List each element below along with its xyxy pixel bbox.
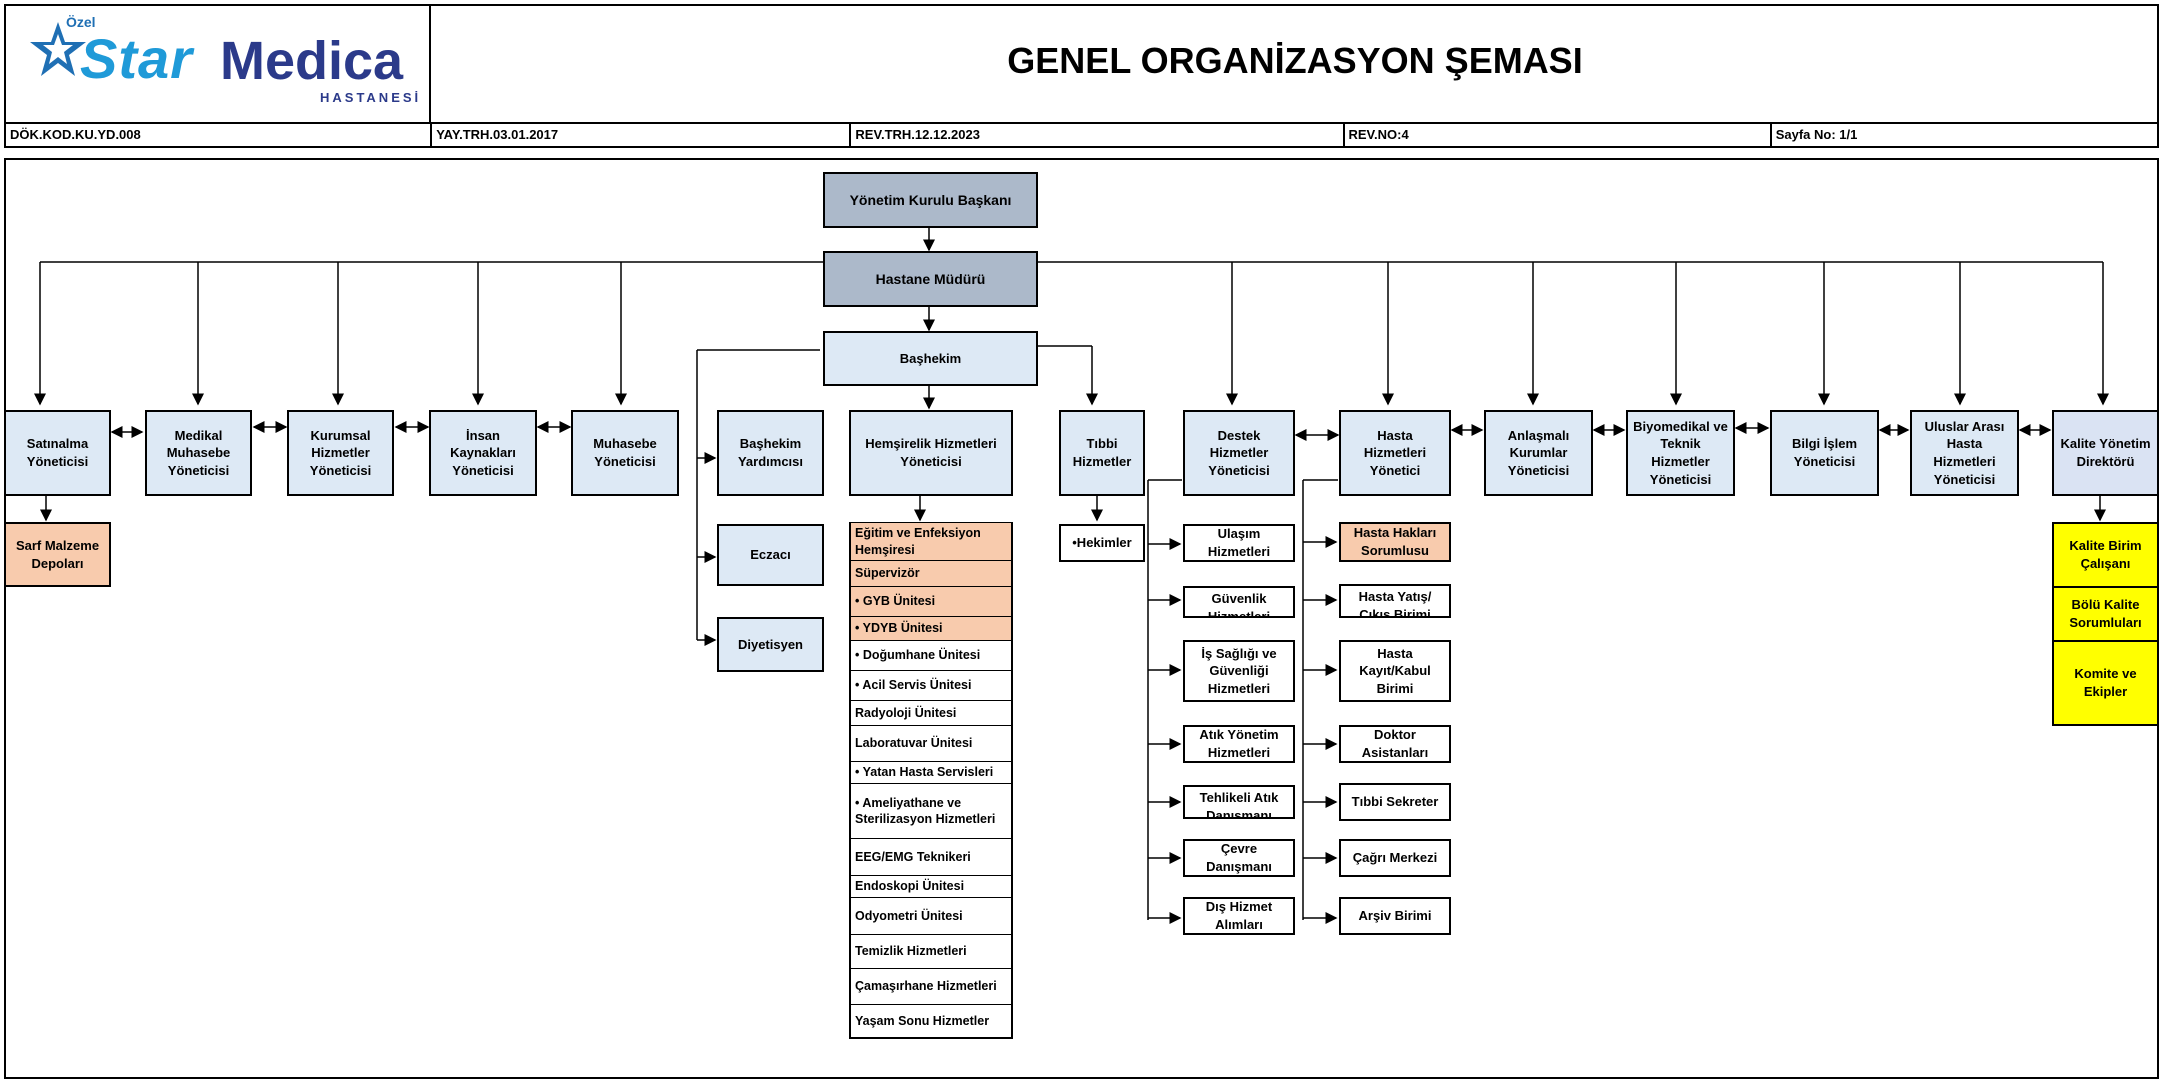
list-item: Eğitim ve Enfeksiyon Hemşiresi (851, 522, 1011, 560)
list-item: • YDYB Ünitesi (851, 616, 1011, 640)
corporate-services-manager: Kurumsal Hizmetler Yöneticisi (287, 410, 394, 496)
accounting-manager: Muhasebe Yöneticisi (571, 410, 679, 496)
quality-unit-staff: Kalite Birim Çalışanı (2052, 522, 2159, 588)
list-item: Süpervizör (851, 560, 1011, 586)
medical-services-node: Tıbbi Hizmetler (1059, 410, 1145, 496)
logo-medica: Medica (220, 31, 404, 91)
logo-divider (429, 4, 431, 124)
list-item: Yaşam Sonu Hizmetler (851, 1004, 1011, 1037)
satinalma-manager: Satınalma Yöneticisi (4, 410, 111, 496)
publish-date: YAY.TRH.03.01.2017 (432, 124, 852, 146)
quality-unit-department-leads: Bölü Kalite Sorumluları (2052, 586, 2159, 642)
document-meta-row: DÖK.KOD.KU.YD.008 YAY.TRH.03.01.2017 REV… (4, 122, 2159, 148)
contracted-institutions-manager: Anlaşmalı Kurumlar Yöneticisi (1484, 410, 1593, 496)
list-item: • GYB Ünitesi (851, 586, 1011, 616)
patient-unit-doctor-assistants: Doktor Asistanları (1339, 725, 1451, 763)
patient-unit-rights: Hasta Hakları Sorumlusu (1339, 522, 1451, 562)
list-item: • Acil Servis Ünitesi (851, 670, 1011, 700)
international-patient-manager: Uluslar Arası Hasta Hizmetleri Yöneticis… (1910, 410, 2019, 496)
list-item: • Doğumhane Ünitesi (851, 640, 1011, 670)
support-unit-transport: Ulaşım Hizmetleri (1183, 524, 1295, 562)
revision-date: REV.TRH.12.12.2023 (851, 124, 1345, 146)
support-unit-environment: Çevre Danışmanı (1183, 839, 1295, 877)
quality-director: Kalite Yönetim Direktörü (2052, 410, 2159, 496)
chief-physician-node: Başhekim (823, 331, 1038, 386)
pharmacist-node: Eczacı (717, 524, 824, 586)
list-item: • Ameliyathane ve Sterilizasyon Hizmetle… (851, 783, 1011, 838)
list-item: • Yatan Hasta Servisleri (851, 761, 1011, 783)
page-title: GENEL ORGANİZASYON ŞEMASI (1007, 40, 1583, 81)
list-item: Endoskopi Ünitesi (851, 875, 1011, 897)
patient-unit-medical-secretary: Tıbbi Sekreter (1339, 783, 1451, 821)
support-unit-waste: Atık Yönetim Hizmetleri (1183, 725, 1295, 763)
patient-unit-registration: Hasta Kayıt/Kabul Birimi (1339, 640, 1451, 702)
star-logo-icon (30, 22, 86, 76)
patient-services-manager: Hasta Hizmetleri Yönetici (1339, 410, 1451, 496)
deputy-chief-node: Başhekim Yardımcısı (717, 410, 824, 496)
list-item: Temizlik Hizmetleri (851, 934, 1011, 968)
physicians-node: •Hekimler (1059, 524, 1145, 562)
list-item: Odyometri Ünitesi (851, 897, 1011, 934)
hospital-logo: Özel Star Medica HASTANESİ (20, 12, 425, 112)
support-unit-security: Güvenlik Hizmetleri (1183, 586, 1295, 618)
logo-star: Star (80, 27, 193, 90)
support-unit-occupational-safety: İş Sağlığı ve Güvenliği Hizmetleri (1183, 640, 1295, 702)
logo-ozel: Özel (66, 14, 96, 30)
quality-unit-committees: Komite ve Ekipler (2052, 640, 2159, 726)
logo-hastanesi: HASTANESİ (320, 90, 422, 105)
patient-unit-archive: Arşiv Birimi (1339, 897, 1451, 935)
support-unit-outsourcing: Dış Hizmet Alımları (1183, 897, 1295, 935)
patient-unit-call-center: Çağrı Merkezi (1339, 839, 1451, 877)
list-item: Çamaşırhane Hizmetleri (851, 968, 1011, 1004)
list-item: EEG/EMG Teknikeri (851, 838, 1011, 875)
support-unit-hazardous-waste: Tehlikeli Atık Danışmanı (1183, 785, 1295, 819)
doc-code: DÖK.KOD.KU.YD.008 (6, 124, 433, 146)
board-chair-node: Yönetim Kurulu Başkanı (823, 172, 1038, 228)
list-item: Laboratuvar Ünitesi (851, 725, 1011, 761)
revision-no: REV.NO:4 (1345, 124, 1772, 146)
hr-manager: İnsan Kaynakları Yöneticisi (429, 410, 537, 496)
nursing-units-list: Eğitim ve Enfeksiyon Hemşiresi Süpervizö… (849, 522, 1013, 1039)
nursing-services-manager: Hemşirelik Hizmetleri Yöneticisi (849, 410, 1013, 496)
hospital-director-node: Hastane Müdürü (823, 251, 1038, 307)
biomedical-manager: Biyomedikal ve Teknik Hizmetler Yönetici… (1626, 410, 1735, 496)
dietitian-node: Diyetisyen (717, 617, 824, 672)
supply-depots-node: Sarf Malzeme Depoları (4, 522, 111, 587)
page-number: Sayfa No: 1/1 (1775, 127, 1858, 142)
medical-accounting-manager: Medikal Muhasebe Yöneticisi (145, 410, 252, 496)
support-services-manager: Destek Hizmetler Yöneticisi (1183, 410, 1295, 496)
patient-unit-admission-discharge: Hasta Yatış/ Çıkış Birimi (1339, 584, 1451, 618)
list-item: Radyoloji Ünitesi (851, 700, 1011, 725)
it-manager: Bilgi İşlem Yöneticisi (1770, 410, 1879, 496)
